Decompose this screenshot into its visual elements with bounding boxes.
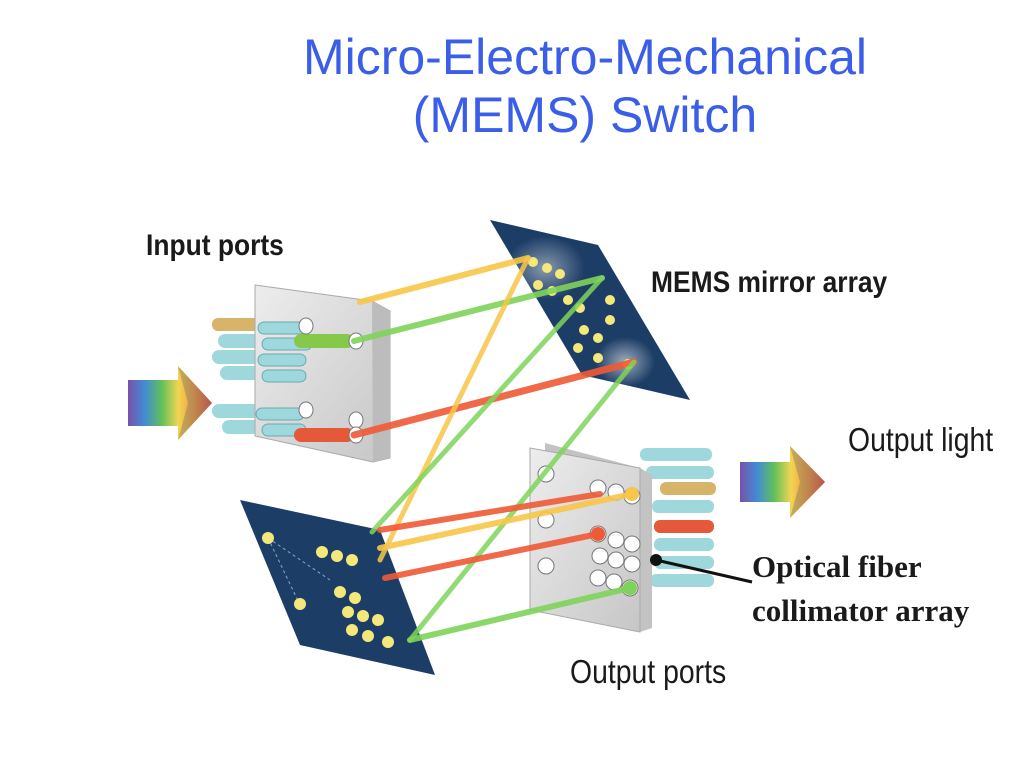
output-light-label: Output light — [848, 421, 994, 458]
optical-fiber-label-line-1: Optical fiber — [752, 549, 922, 584]
title-line-1: Micro-Electro-Mechanical — [302, 29, 868, 85]
optical-fiber-label-line-2: collimator array — [752, 593, 970, 628]
input-ports-label: Input ports — [146, 229, 284, 262]
slide-title: Micro-Electro-Mechanical (MEMS) Switch — [170, 28, 1000, 144]
output-ports-label: Output ports — [570, 653, 727, 690]
output-light-arrow-icon — [740, 446, 825, 518]
output-fiber-bundle — [640, 448, 716, 587]
optical-fiber-collimator-label: Optical fiber collimator array — [752, 545, 969, 633]
mems-mirror-array-label: MEMS mirror array — [651, 266, 888, 299]
input-fiber-bundle — [212, 318, 268, 434]
input-port-block — [254, 284, 391, 463]
optical-fiber-pointer — [650, 554, 753, 584]
light-beams — [350, 255, 638, 643]
input-mirror-array — [240, 500, 435, 675]
title-line-2: (MEMS) Switch — [412, 87, 758, 143]
input-light-arrow-icon — [128, 366, 212, 440]
fiber-port-icon — [298, 317, 314, 335]
